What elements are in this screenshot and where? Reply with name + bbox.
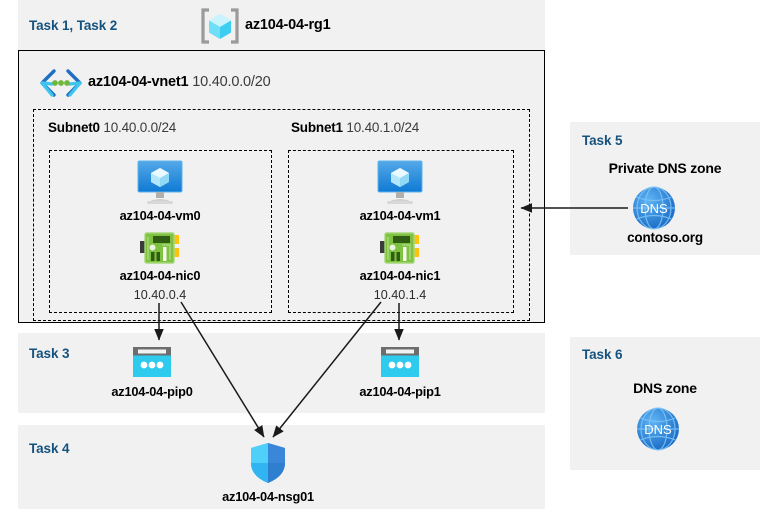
subnet0-resource-box [49,150,272,313]
resource-group-name-text: az104-04-rg1 [245,17,331,33]
dns-icon-text: DNS [640,201,668,216]
network-interface-icon [140,231,180,265]
nic1-label: az104-04-nic1 [359,268,441,283]
nic0-label: az104-04-nic0 [119,268,201,283]
task-label-5: Task 5 [582,133,623,148]
subnet0-address-prefix: 10.40.0.0/24 [103,120,177,135]
task-label-4: Task 4 [29,441,70,456]
dns-globe-icon: DNS [630,184,678,232]
task-label-6: Task 6 [582,347,623,362]
resource-group-cube-icon [199,7,241,45]
nic0-ip: 10.40.0.4 [133,288,187,302]
vnet-name: az104-04-vnet1 [88,74,189,90]
subnet0-name: Subnet0 [48,120,100,135]
dns-zone-title: DNS zone [633,380,697,396]
pip1-label: az104-04-pip1 [359,384,441,399]
task-label-3: Task 3 [29,346,70,361]
pip0-label: az104-04-pip0 [111,384,193,399]
nsg-label: az104-04-nsg01 [222,489,314,504]
subnet1-header: Subnet1 10.40.1.0/24 [291,120,419,135]
private-dns-zone-panel [570,122,760,255]
network-security-group-shield-icon [249,441,287,485]
resource-group-panel [18,0,545,50]
public-ip-panel [18,333,545,413]
dns-icon-text: DNS [644,422,672,437]
virtual-machine-icon [374,159,426,205]
subnet1-name: Subnet1 [291,120,343,135]
virtual-machine-icon [134,159,186,205]
public-ip-address-icon [131,345,173,379]
nic1-ip: 10.40.1.4 [373,288,427,302]
dns-globe-icon: DNS [634,405,682,453]
subnet1-resource-box [288,150,514,313]
virtual-network-icon [38,68,84,98]
private-dns-zone-title: Private DNS zone [608,160,722,176]
vm1-label: az104-04-vm1 [359,208,441,223]
vnet-header: az104-04-vnet1 10.40.0.0/20 [88,74,271,90]
vnet-panel [18,50,545,323]
resource-group-name: az104-04-rg1 [245,17,331,33]
task-label-1-2: Task 1, Task 2 [29,18,118,33]
private-dns-zone-name: contoso.org [627,230,703,245]
subnet0-header: Subnet0 10.40.0.0/24 [48,120,176,135]
network-interface-icon [380,231,420,265]
subnet1-address-prefix: 10.40.1.0/24 [346,120,420,135]
vnet-address-space: 10.40.0.0/20 [192,74,271,90]
vm0-label: az104-04-vm0 [119,208,201,223]
public-ip-address-icon [379,345,421,379]
